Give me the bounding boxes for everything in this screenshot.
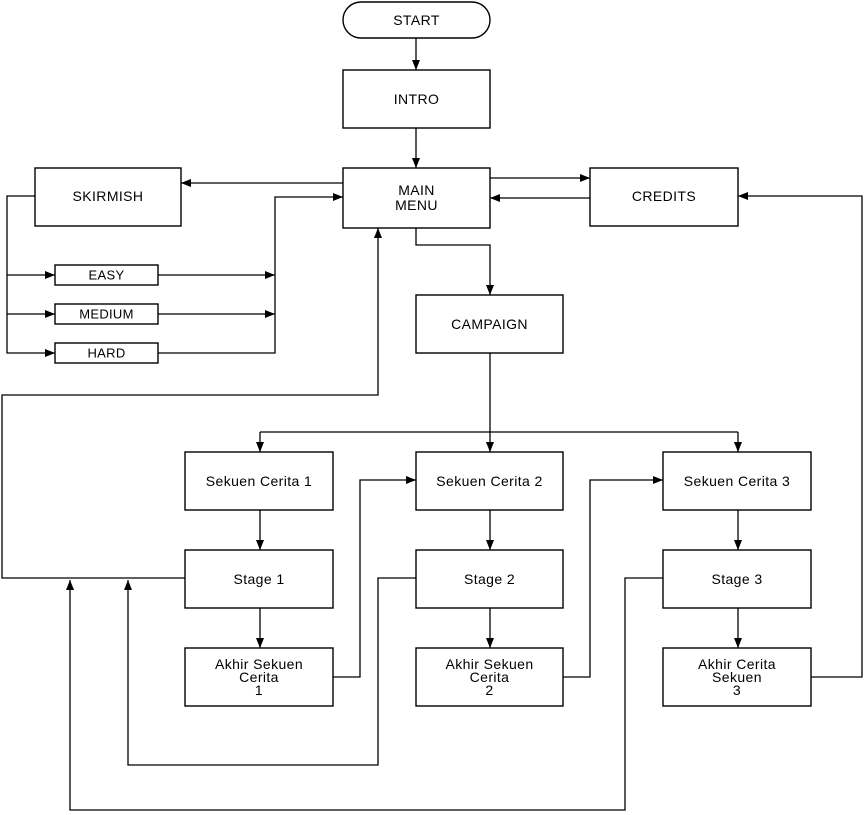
node-skirmish-label: SKIRMISH — [73, 188, 144, 204]
akhir-sekuen-cerita-1-box — [184, 647, 334, 707]
node-stage-3: Stage 3 — [662, 549, 812, 609]
edge-hard-to-main-menu — [158, 193, 343, 354]
edge-akhir-1-to-sekuen-cerita-2 — [333, 476, 416, 678]
node-easy: EASY — [54, 264, 159, 286]
node-hard: HARD — [54, 342, 159, 364]
node-akhir-1-label-line-1: Akhir Sekuen — [215, 656, 303, 672]
node-easy-label: EASY — [89, 268, 125, 283]
node-skirmish: SKIRMISH — [34, 167, 182, 227]
akhir-sekuen-cerita-2-box — [415, 647, 564, 707]
node-akhir-3-label-line-1: Akhir Cerita — [698, 656, 776, 672]
node-stage-2-label: Stage 2 — [464, 571, 515, 587]
edge-main-menu-to-campaign — [415, 228, 494, 295]
node-intro: INTRO — [342, 69, 491, 129]
node-medium: MEDIUM — [54, 303, 159, 325]
node-medium-label: MEDIUM — [79, 307, 134, 322]
hard-box — [54, 342, 159, 364]
node-stage-1-label: Stage 1 — [233, 571, 284, 587]
stage-3-box — [662, 549, 812, 609]
sekuen-cerita-3-box — [662, 451, 812, 511]
sekuen-cerita-1-box — [184, 451, 334, 511]
stage-1-box — [184, 549, 334, 609]
node-main-menu: MAIN MENU — [342, 167, 491, 229]
edge-akhir-2-to-sekuen-cerita-3 — [563, 476, 663, 678]
sekuen-cerita-2-box — [415, 451, 564, 511]
node-sekuen-cerita-1: Sekuen Cerita 1 — [184, 451, 334, 511]
easy-box — [54, 264, 159, 286]
edge-stage-2-to-return-line — [124, 577, 416, 766]
node-start-label: START — [393, 12, 440, 28]
node-akhir-2-label-line-2: Cerita — [470, 669, 510, 685]
node-akhir-sekuen-cerita-1: Akhir Sekuen Cerita 1 — [184, 647, 334, 707]
node-credits-label: CREDITS — [632, 188, 696, 204]
credits-box — [589, 167, 739, 227]
node-sekuen-cerita-3-label: Sekuen Cerita 3 — [684, 473, 790, 489]
edge-stage-3-to-return-line — [66, 577, 663, 811]
node-akhir-cerita-sekuen-3: Akhir Cerita Sekuen 3 — [662, 647, 812, 707]
node-akhir-3-label-line-2: Sekuen — [712, 669, 762, 685]
connectors — [1, 38, 863, 811]
node-akhir-1-label-line-3: 1 — [255, 682, 263, 698]
edge-akhir-3-to-credits — [738, 192, 863, 678]
node-akhir-sekuen-cerita-2: Akhir Sekuen Cerita 2 — [415, 647, 564, 707]
main-menu-box — [342, 167, 491, 229]
node-main-menu-label-line-1: MAIN — [398, 182, 435, 198]
node-sekuen-cerita-3: Sekuen Cerita 3 — [662, 451, 812, 511]
node-stage-2: Stage 2 — [415, 549, 564, 609]
node-campaign-label: CAMPAIGN — [451, 316, 528, 332]
node-credits: CREDITS — [589, 167, 739, 227]
node-sekuen-cerita-2: Sekuen Cerita 2 — [415, 451, 564, 511]
node-sekuen-cerita-2-label: Sekuen Cerita 2 — [436, 473, 542, 489]
node-stage-1: Stage 1 — [184, 549, 334, 609]
node-campaign: CAMPAIGN — [415, 294, 564, 354]
skirmish-box — [34, 167, 182, 227]
node-stage-3-label: Stage 3 — [711, 571, 762, 587]
campaign-box — [415, 294, 564, 354]
node-akhir-1-label-line-2: Cerita — [239, 669, 279, 685]
node-sekuen-cerita-1-label: Sekuen Cerita 1 — [206, 473, 312, 489]
stage-2-box — [415, 549, 564, 609]
intro-box — [342, 69, 491, 129]
start-terminator-shape — [342, 1, 491, 39]
medium-box — [54, 303, 159, 325]
edge-stage-1-to-main-menu — [1, 228, 382, 579]
node-intro-label: INTRO — [394, 91, 440, 107]
akhir-cerita-sekuen-3-box — [662, 647, 812, 707]
node-akhir-2-label-line-3: 2 — [485, 682, 493, 698]
node-akhir-2-label-line-1: Akhir Sekuen — [445, 656, 533, 672]
node-akhir-3-label-line-3: 3 — [733, 682, 741, 698]
node-main-menu-label-line-2: MENU — [395, 197, 438, 213]
node-start: START — [342, 1, 491, 39]
node-hard-label: HARD — [87, 346, 125, 361]
